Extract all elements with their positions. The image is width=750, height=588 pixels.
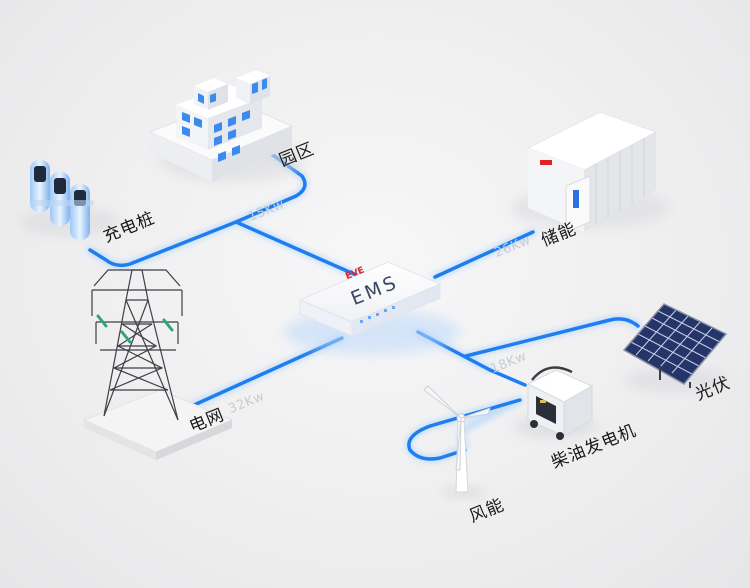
line-ems-to-junction <box>234 220 374 284</box>
ems-hub[interactable] <box>284 261 460 354</box>
line-storage <box>433 230 535 279</box>
solar-panel-icon <box>622 303 728 392</box>
diesel-generator-icon <box>514 366 598 440</box>
grid-tower-icon <box>82 269 234 460</box>
storage-container-icon <box>510 111 670 233</box>
park-building-icon <box>148 70 304 182</box>
line-diesel <box>488 368 527 387</box>
wind-turbine-icon <box>423 385 491 498</box>
line-wind <box>407 398 522 461</box>
line-charging <box>88 220 238 268</box>
line-pv <box>464 317 640 358</box>
line-park <box>234 138 307 224</box>
charging-pile-icon <box>20 160 120 240</box>
line-grid <box>181 336 344 412</box>
